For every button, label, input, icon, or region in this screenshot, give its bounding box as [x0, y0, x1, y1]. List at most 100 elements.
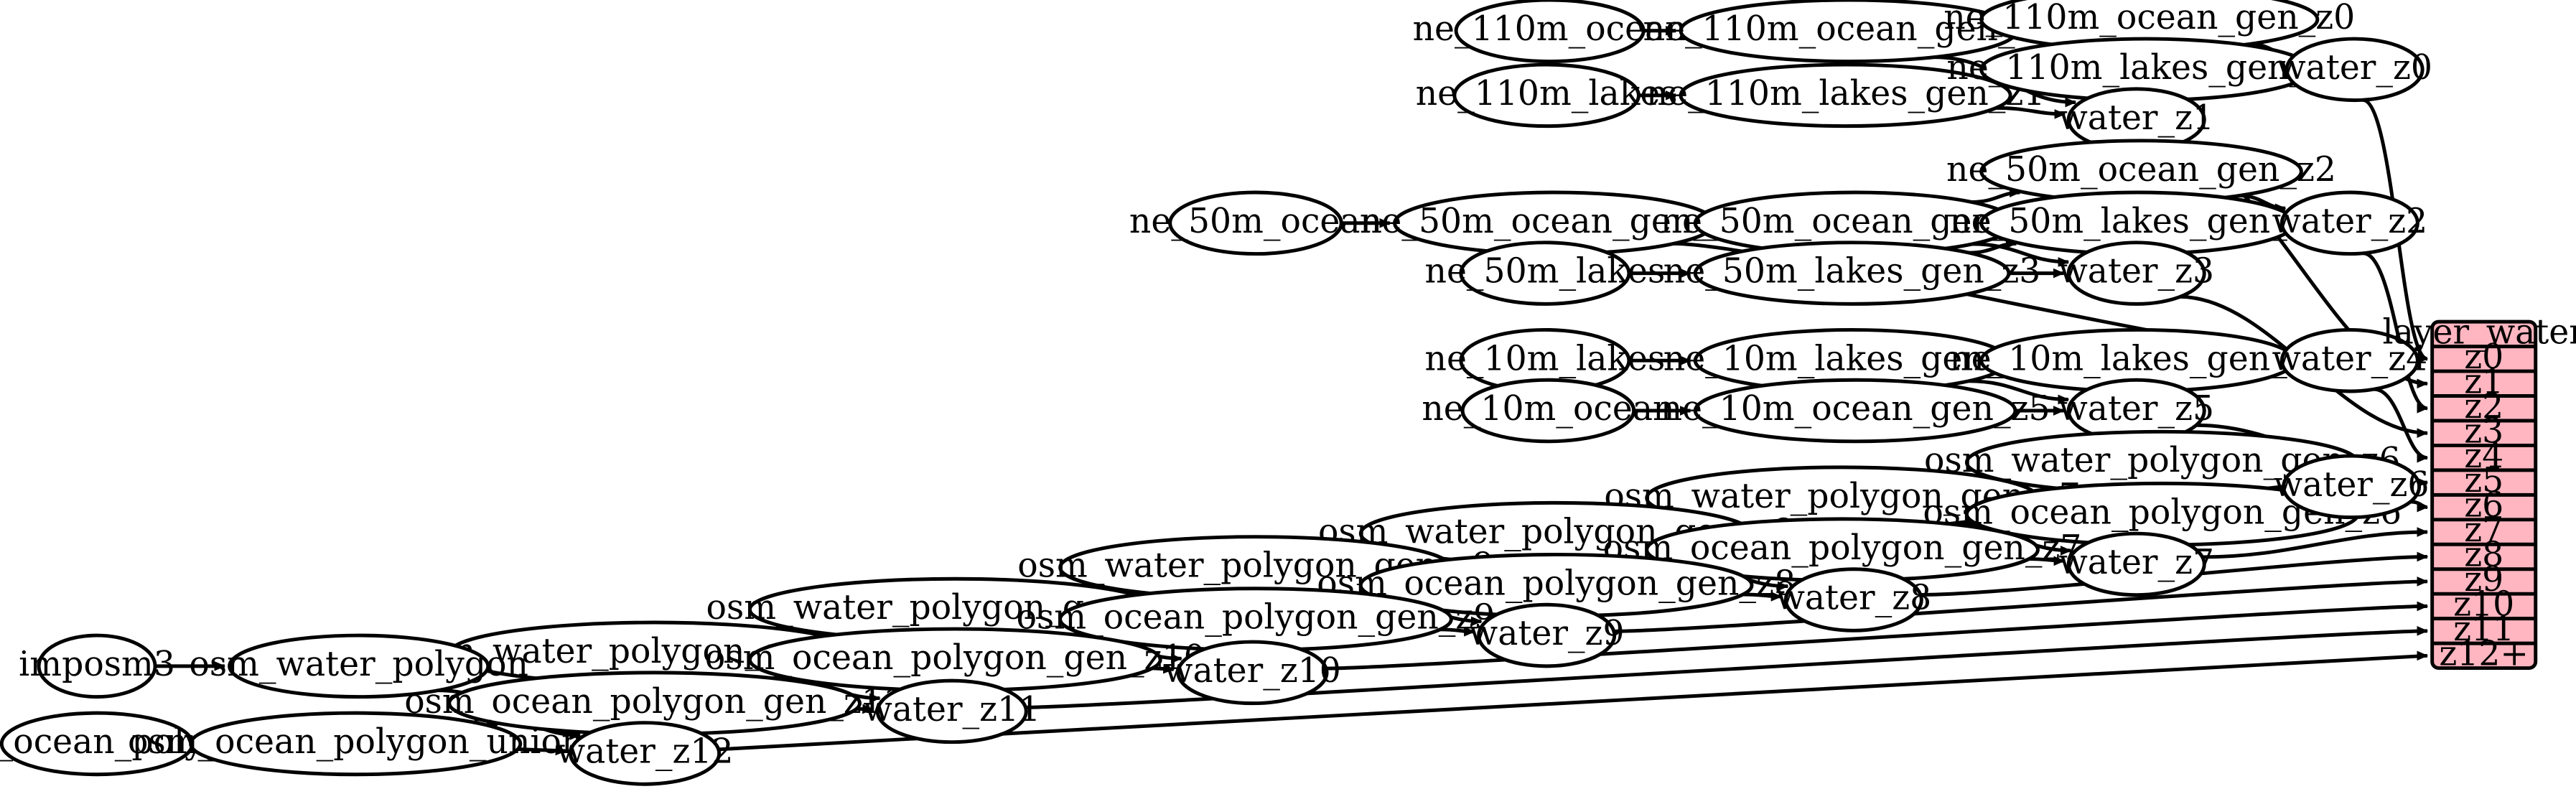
node-shape	[569, 721, 722, 786]
node-shape	[1693, 241, 2011, 306]
node-label: osm_ocean_polygon_gen_z9	[1017, 598, 1495, 638]
edge-water_z11-to-layer_water-z11	[1025, 626, 2429, 709]
node-ne_10m_ocean[interactable]: ne_10m_ocean	[1422, 378, 1674, 444]
node-ne_50m_lakes_gen_z2[interactable]: ne_50m_lakes_gen_z2	[1949, 190, 2327, 256]
node-shape	[1459, 241, 1631, 306]
edge-water_z9-to-layer_water-z9	[1613, 576, 2429, 633]
node-shape	[1454, 0, 1646, 64]
node-water_z0[interactable]: water_z0	[2277, 37, 2432, 103]
node-ne_110m_lakes_gen_z1[interactable]: ne_110m_lakes_gen_z1	[1646, 62, 2045, 129]
record-node-layer: layer_waterz0z1z2z3z4z5z6z7z8z9z10z11z12…	[2383, 313, 2576, 674]
node-shape	[1477, 602, 1617, 668]
edge-water_z2-to-layer_water-z2	[2362, 251, 2429, 414]
node-shape	[189, 711, 523, 777]
node-osm_water_polygon_gen_z9[interactable]: osm_water_polygon_gen_z9	[1017, 535, 1494, 600]
node-shape	[2282, 454, 2422, 520]
node-label: ne_110m_lakes	[1416, 74, 1678, 113]
node-label: ne_50m_lakes_gen_z2	[1949, 202, 2327, 241]
node-ne_50m_ocean_gen_z4[interactable]: ne_50m_ocean_gen_z4	[1360, 190, 1750, 256]
node-water_z3[interactable]: water_z3	[2058, 241, 2214, 306]
node-label: water_z3	[2058, 252, 2214, 291]
node-water_z7[interactable]: water_z7	[2058, 531, 2214, 597]
node-label: ne_110m_ocean_gen_z0	[1943, 0, 2355, 37]
node-shape	[1693, 378, 2017, 444]
record-row-label-z12+: z12+	[2439, 634, 2529, 673]
node-shape	[37, 633, 157, 699]
node-label: water_z11	[863, 690, 1040, 729]
node-water_z10[interactable]: water_z10	[1164, 640, 1341, 706]
edge-ne_110m_lakes_gen_z1-to-water_z1	[1996, 106, 2066, 119]
node-label: osm_ocean_polygon_gen_z10	[705, 638, 1205, 678]
node-shape	[1679, 62, 2012, 129]
node-osm_water_polygon[interactable]: osm_water_polygon	[189, 633, 528, 699]
node-ne_50m_lakes_gen_z3[interactable]: ne_50m_lakes_gen_z3	[1663, 241, 2041, 306]
edge-osm_ocean_polygon_union-to-water_z12	[518, 745, 567, 756]
node-label: ne_10m_lakes_gen_z5	[1663, 339, 2041, 378]
node-label: ne_50m_lakes	[1425, 252, 1666, 291]
node-osm_ocean_polygon[interactable]: osm_ocean_polygon	[0, 711, 268, 777]
node-ne_110m_ocean_gen_z1[interactable]: ne_110m_ocean_gen_z1	[1643, 0, 2055, 64]
node-label: osm_ocean_polygon_union	[128, 722, 583, 762]
edge-water_z10-to-layer_water-z10	[1326, 601, 2429, 671]
node-label: imposm3	[19, 645, 175, 684]
node-imposm3[interactable]: imposm3	[19, 633, 175, 699]
edge-ne_10m_lakes_gen_z5-to-water_z5	[1968, 379, 2070, 405]
node-osm_ocean_polygon_gen_z11[interactable]: osm_ocean_polygon_gen_z11	[404, 671, 905, 736]
node-label: ne_10m_ocean	[1422, 389, 1674, 429]
node-ne_50m_ocean[interactable]: ne_50m_ocean	[1129, 190, 1382, 256]
node-ne_110m_ocean[interactable]: ne_110m_ocean	[1413, 0, 1687, 64]
node-water_z11[interactable]: water_z11	[863, 678, 1040, 744]
node-shape	[2279, 190, 2419, 256]
node-label: water_z6	[2274, 465, 2430, 505]
node-osm_ocean_polygon_gen_z10[interactable]: osm_ocean_polygon_gen_z10	[705, 627, 1205, 693]
node-shape	[2066, 531, 2206, 597]
edge-osm_ocean_polygon_gen_z8-to-water_z8	[1742, 592, 1783, 602]
node-label: ne_10m_lakes_gen_z4	[1949, 339, 2327, 378]
node-water_z9[interactable]: water_z9	[1469, 602, 1625, 668]
node-label: ne_50m_ocean_gen_z2	[1946, 150, 2336, 190]
record-node-layer_water[interactable]: layer_waterz0z1z2z3z4z5z6z7z8z9z10z11z12…	[2383, 313, 2576, 674]
edge-ne_50m_ocean_gen_z3-to-water_z3	[1972, 242, 2070, 267]
node-shape	[1460, 378, 1636, 444]
node-water_z8[interactable]: water_z8	[1775, 567, 1931, 632]
node-label: water_z9	[1469, 614, 1625, 653]
node-label: water_z10	[1164, 651, 1341, 691]
node-label: osm_water_polygon	[189, 645, 528, 684]
node-label: ne_110m_lakes_gen_z0	[1946, 48, 2346, 88]
edge-water_z12-to-layer_water-z12+	[718, 650, 2429, 752]
node-ne_110m_ocean_gen_z0[interactable]: ne_110m_ocean_gen_z0	[1943, 0, 2355, 52]
node-label: water_z2	[2272, 202, 2427, 241]
node-label: ne_10m_lakes	[1425, 339, 1666, 378]
node-ne_10m_lakes_gen_z4[interactable]: ne_10m_lakes_gen_z4	[1949, 327, 2327, 393]
node-label: ne_50m_ocean_gen_z4	[1360, 202, 1750, 241]
edge-water_z4-to-layer_water-z4	[2374, 387, 2429, 463]
node-label: ne_110m_lakes_gen_z1	[1646, 74, 2045, 113]
node-ne_10m_lakes_gen_z5[interactable]: ne_10m_lakes_gen_z5	[1663, 327, 2041, 393]
node-shape	[2279, 327, 2419, 393]
edge-osm_ocean_polygon_gen_z7-to-water_z7	[2028, 556, 2066, 566]
node-ne_110m_lakes_gen_z0[interactable]: ne_110m_lakes_gen_z0	[1946, 37, 2346, 103]
node-label: ne_110m_ocean	[1413, 9, 1687, 49]
node-ne_10m_ocean_gen_z5[interactable]: ne_10m_ocean_gen_z5	[1661, 378, 2050, 444]
node-shape	[1168, 190, 1343, 256]
node-label: water_z4	[2272, 339, 2427, 378]
node-water_z2[interactable]: water_z2	[2272, 190, 2427, 256]
node-shape	[1783, 567, 1923, 632]
node-label: water_z0	[2277, 48, 2432, 88]
node-water_z4[interactable]: water_z4	[2272, 327, 2427, 393]
node-water_z12[interactable]: water_z12	[556, 721, 734, 786]
node-label: ne_50m_lakes_gen_z3	[1663, 252, 2041, 291]
edge-water_z7-to-layer_water-z7	[2202, 527, 2429, 559]
node-label: water_z5	[2058, 389, 2214, 429]
node-ne_110m_lakes[interactable]: ne_110m_lakes	[1416, 62, 1678, 129]
node-shape	[2285, 37, 2425, 103]
node-shape	[875, 678, 1028, 744]
node-ne_50m_lakes[interactable]: ne_50m_lakes	[1425, 241, 1666, 306]
node-water_z6[interactable]: water_z6	[2274, 454, 2430, 520]
node-label: water_z12	[556, 732, 734, 772]
node-ne_50m_ocean_gen_z2[interactable]: ne_50m_ocean_gen_z2	[1946, 139, 2336, 204]
node-osm_ocean_polygon_union[interactable]: osm_ocean_polygon_union	[128, 711, 583, 777]
node-ne_50m_ocean_gen_z3[interactable]: ne_50m_ocean_gen_z3	[1661, 190, 2050, 256]
